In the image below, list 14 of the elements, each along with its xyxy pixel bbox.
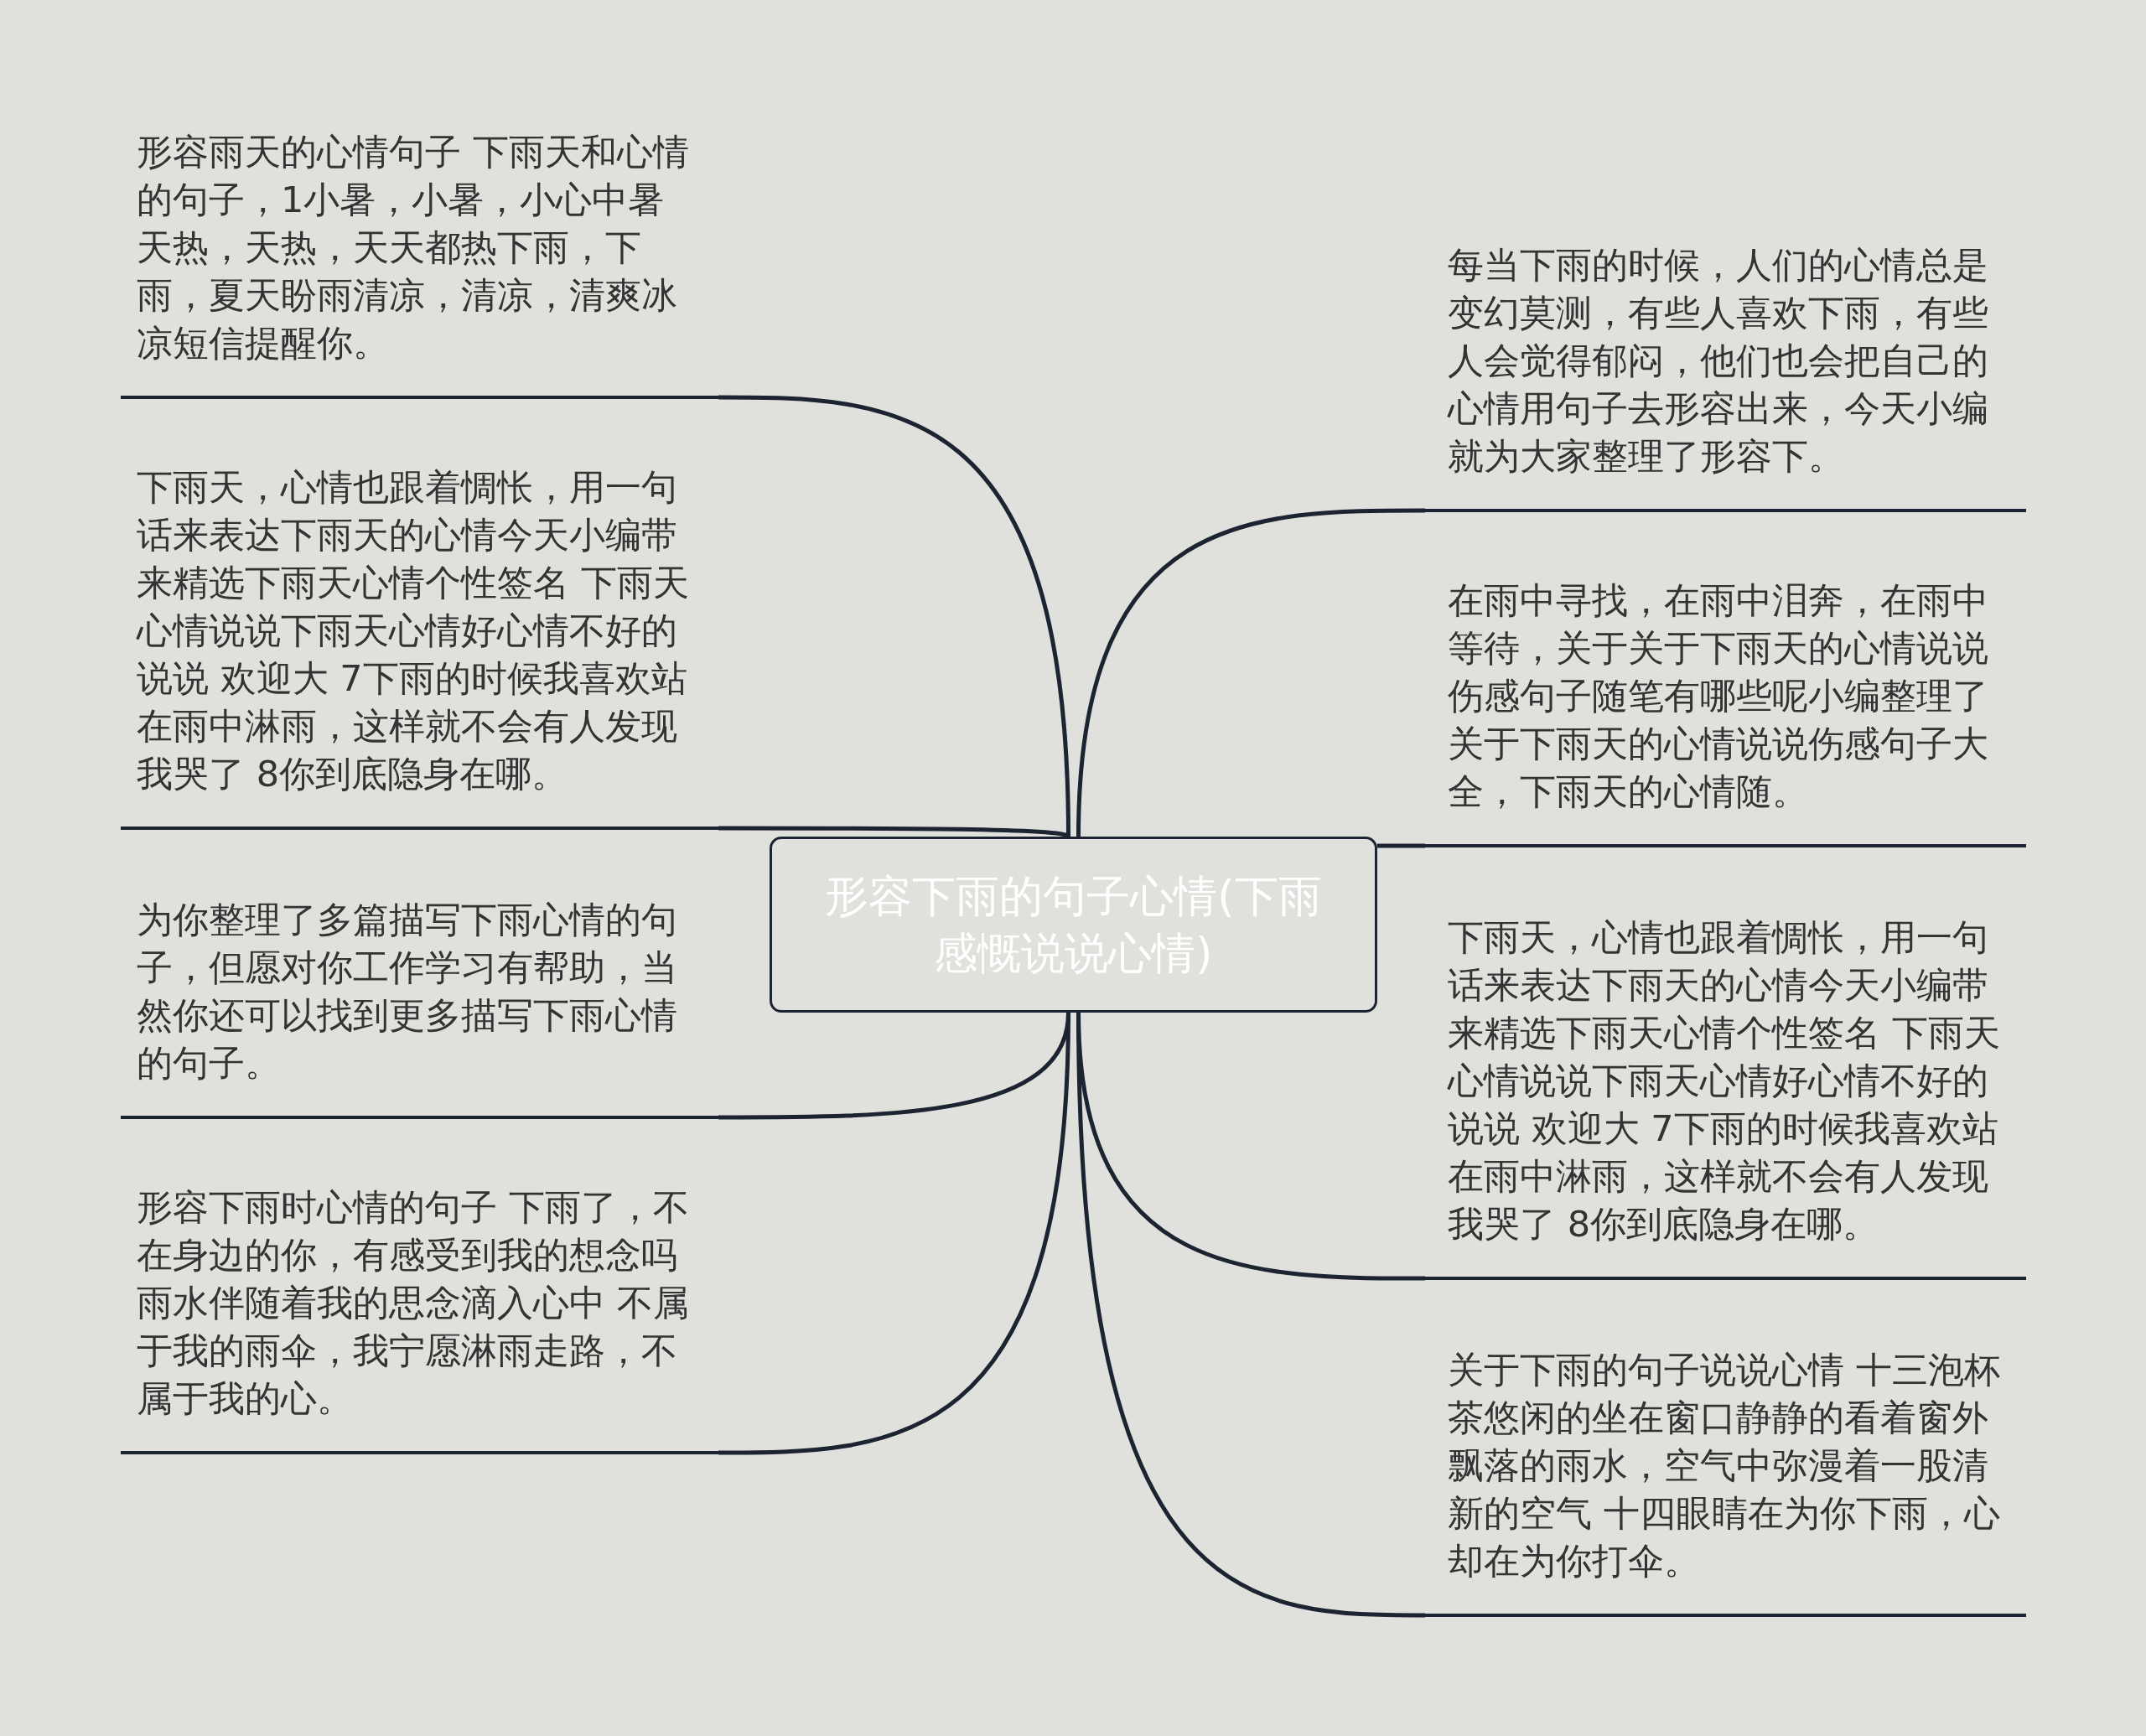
branch-line: [1076, 508, 1425, 837]
branch-text: 为你整理了多篇描写下雨心情的句子，但愿对你工作学习有帮助，当然你还可以找到更多描写下雨心情的句子。: [137, 898, 678, 1086]
branch-text: 在雨中寻找，在雨中泪奔，在雨中等待，关于关于下雨天的心情说说伤感句子随笔有哪些呢小编整理了关于下雨天的心情说说伤感句子大全，下雨天的心情随。: [1448, 578, 1989, 814]
branch-text: 形容雨天的心情句子 下雨天和心情的句子，1小暑，小暑，小心中暑天热，天热，天天都热下雨，下雨，夏天盼雨清凉，清凉，清爽冰凉短信提醒你。: [137, 130, 690, 365]
branch-line: [1377, 843, 1425, 848]
branch-text: 每当下雨的时候，人们的心情总是变幻莫测，有些人喜欢下雨，有些人会觉得郁闷，他们也会把自己的心情用句子去形容出来，今天小编就为大家整理了形容下。: [1448, 243, 1989, 479]
branch-line: [718, 395, 1070, 837]
topic-box: [770, 837, 1377, 1013]
branch-text: 下雨天，心情也跟着惆怅，用一句话来表达下雨天的心情今天小编带来精选下雨天心情个性签名 下雨天心情说说下雨天心情好心情不好的说说 欢迎大 7下雨的时候我喜欢站在雨中淋雨，这样就不会有人发现我哭了 8你到底隐身在哪。: [1448, 915, 2001, 1246]
branch-line: [1076, 1012, 1425, 1618]
branch-line: [718, 1012, 1070, 1455]
branch-text: 形容下雨时心情的句子 下雨了，不在身边的你，有感受到我的想念吗雨水伴随着我的思念滴入心中 不属于我的雨伞，我宁愿淋雨走路，不属于我的心。: [137, 1185, 690, 1421]
branch-text: 关于下雨的句子说说心情 十三泡杯茶悠闲的坐在窗口静静的看着窗外飘落的雨水，空气中弥漫着一股清新的空气 十四眼睛在为你下雨，心却在为你打伞。: [1448, 1348, 2001, 1583]
branch-text: 下雨天，心情也跟着惆怅，用一句话来表达下雨天的心情今天小编带来精选下雨天心情个性签名 下雨天心情说说下雨天心情好心情不好的说说 欢迎大 7下雨的时候我喜欢站在雨中淋雨，这样就不会有人发现我哭了 8你到底隐身在哪。: [137, 465, 690, 796]
